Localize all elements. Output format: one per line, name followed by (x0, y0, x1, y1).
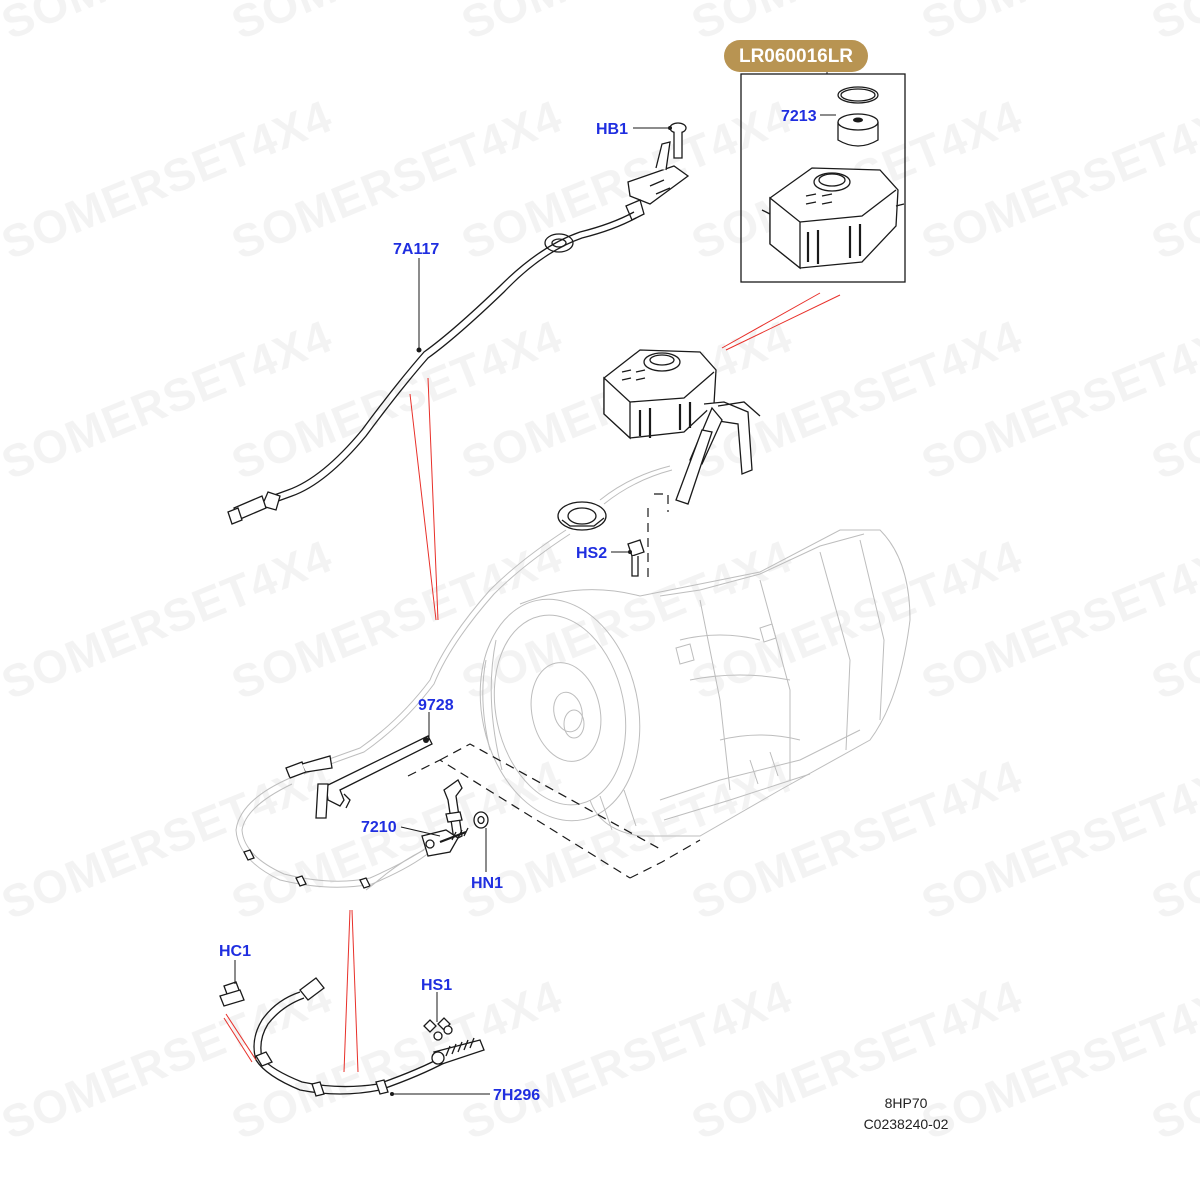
callout-7h296[interactable]: 7H296 (493, 1087, 540, 1104)
callout-leaders (234, 114, 836, 1096)
lever-7210 (365, 779, 469, 891)
drawing-code: C0238240-02 (864, 1116, 949, 1132)
model-label: 8HP70 (885, 1095, 928, 1111)
callout-9728[interactable]: 9728 (418, 697, 454, 714)
bolt-hs2 (627, 539, 645, 577)
callout-hc1[interactable]: HC1 (219, 943, 251, 960)
screws-hs1 (423, 1017, 453, 1041)
shifter-assembly (603, 349, 761, 505)
watermark-layer: SOMERSET4X4SOMERSET4X4SOMERSET4X4SOMERSE… (0, 0, 1200, 1149)
part-number-badge[interactable]: LR060016LR (724, 40, 868, 72)
nut-hn1 (473, 811, 489, 829)
callout-7213[interactable]: 7213 (781, 108, 817, 125)
part-badge-label: LR060016LR (739, 46, 853, 67)
part-badge-pill (724, 40, 868, 72)
callout-hb1[interactable]: HB1 (596, 121, 628, 138)
cable-7h296 (253, 977, 485, 1097)
clip-hc1 (219, 981, 245, 1007)
callout-labels: HB1 7A117 7213 HS2 9728 7210 HN1 HC1 HS1… (219, 108, 817, 1104)
callout-7210[interactable]: 7210 (361, 819, 397, 836)
callout-7a117[interactable]: 7A117 (393, 241, 439, 258)
bracket-9728 (315, 735, 433, 819)
callout-hs1[interactable]: HS1 (421, 977, 452, 994)
shift-cable-lower (235, 465, 673, 889)
watermark-text: SOMERSET4X4 (1144, 0, 1200, 49)
callout-hn1[interactable]: HN1 (471, 875, 503, 892)
callout-hs2[interactable]: HS2 (576, 545, 607, 562)
transmission-8hp70 (479, 529, 911, 837)
shifter-inset (740, 62, 906, 283)
shift-cable-7a117 (227, 141, 690, 525)
